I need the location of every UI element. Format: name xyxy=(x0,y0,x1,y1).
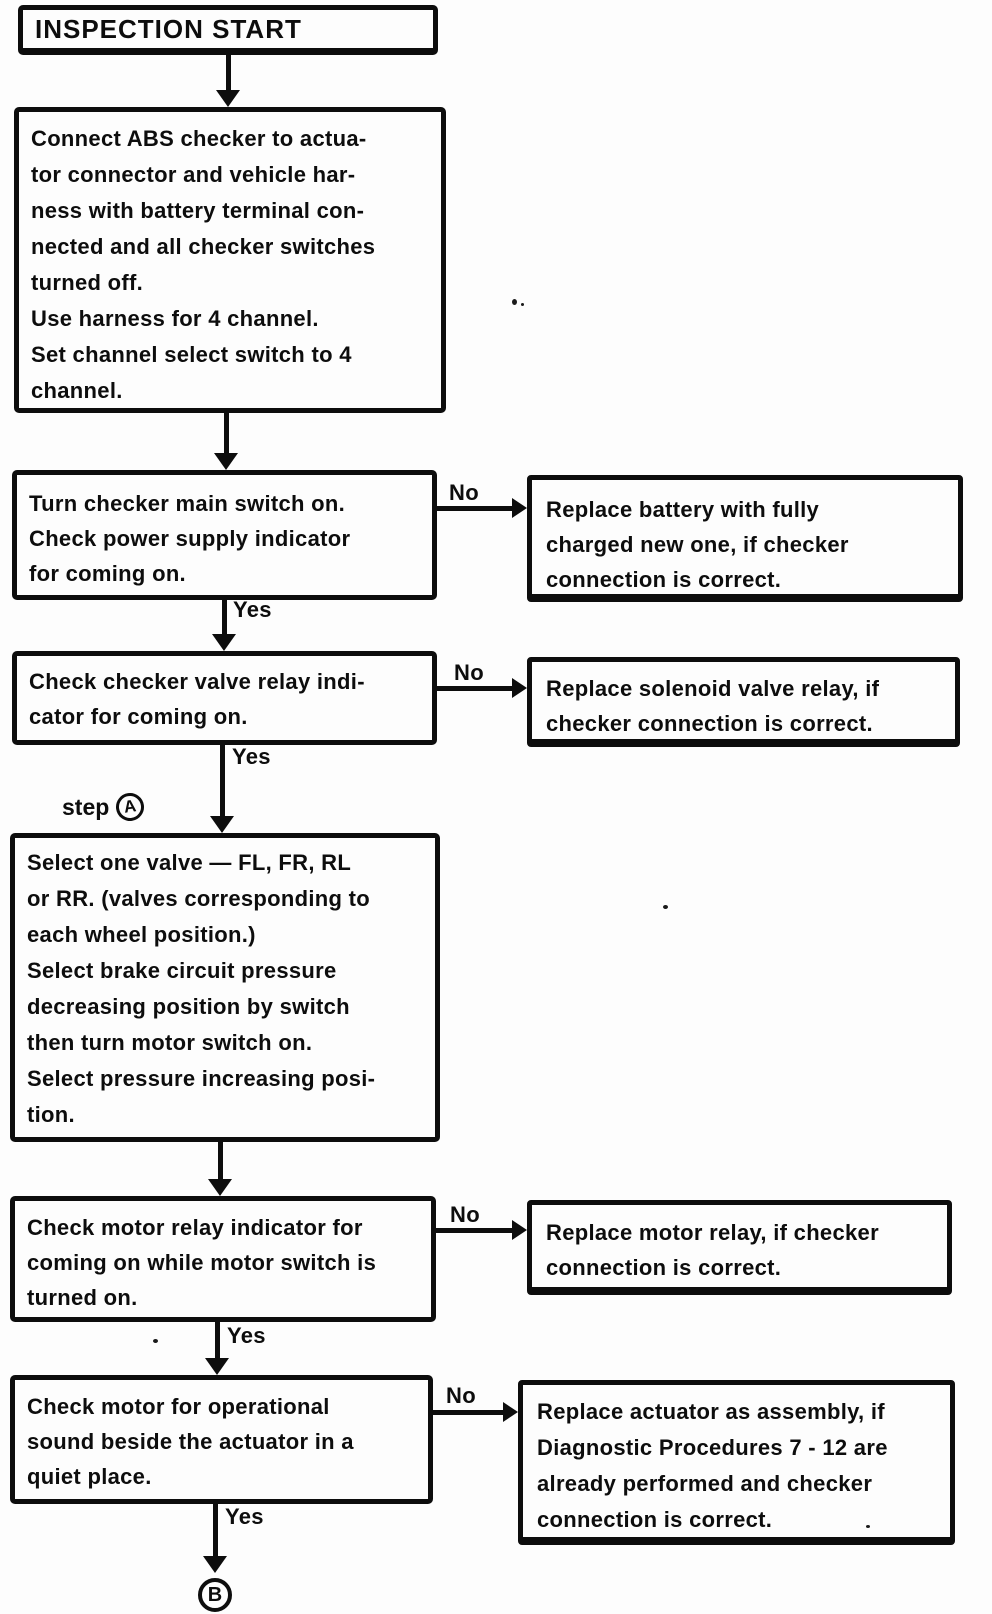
arrow-valve-relay-to-select xyxy=(220,745,225,817)
arrowhead-down-icon xyxy=(208,1179,232,1196)
scan-speck xyxy=(866,1525,870,1528)
arrow-motor-relay-to-sound xyxy=(215,1322,220,1360)
node-replace-solenoid-valve-relay: Replace solenoid valve relay, if checker… xyxy=(527,657,960,747)
arrow-select-to-motor-relay xyxy=(218,1142,223,1181)
node-replace-motor-relay: Replace motor relay, if checker connecti… xyxy=(527,1200,952,1295)
step-text: step xyxy=(62,793,110,820)
label-no: No xyxy=(449,480,479,505)
scan-speck xyxy=(663,905,668,909)
label-no: No xyxy=(454,660,484,685)
node-inspection-start: INSPECTION START xyxy=(18,5,438,55)
label-yes: Yes xyxy=(233,597,272,622)
arrow-no-to-replace-solenoid xyxy=(437,686,512,691)
arrow-no-to-replace-actuator xyxy=(433,1410,503,1415)
node-valve-relay-check: Check checker valve relay indi- cator fo… xyxy=(12,651,437,745)
node-motor-relay-check: Check motor relay indicator for coming o… xyxy=(10,1196,436,1322)
arrow-connect-to-power xyxy=(224,413,229,455)
label-yes: Yes xyxy=(225,1504,264,1529)
scan-speck xyxy=(521,303,524,306)
node-replace-battery: Replace battery with fully charged new o… xyxy=(527,475,963,602)
arrowhead-right-icon xyxy=(512,498,527,518)
node-power-indicator-check: Turn checker main switch on. Check power… xyxy=(12,470,437,600)
arrowhead-right-icon xyxy=(512,678,527,698)
arrowhead-down-icon xyxy=(212,634,236,651)
scan-speck xyxy=(512,299,517,305)
arrowhead-down-icon xyxy=(216,90,240,107)
arrowhead-right-icon xyxy=(503,1402,518,1422)
arrowhead-down-icon xyxy=(214,453,238,470)
connector-b: B xyxy=(198,1578,232,1612)
node-motor-sound-check: Check motor for operational sound beside… xyxy=(10,1375,433,1504)
label-step-a: step A xyxy=(62,791,147,823)
node-replace-actuator: Replace actuator as assembly, if Diagnos… xyxy=(518,1380,955,1545)
arrowhead-right-icon xyxy=(512,1220,527,1240)
label-no: No xyxy=(450,1202,480,1227)
arrowhead-down-icon xyxy=(210,816,234,833)
arrow-no-to-replace-motor-relay xyxy=(436,1228,512,1233)
arrowhead-down-icon xyxy=(203,1556,227,1573)
step-a-marker-icon: A xyxy=(114,791,147,823)
label-yes: Yes xyxy=(227,1323,266,1348)
scan-speck xyxy=(153,1339,158,1343)
label-yes: Yes xyxy=(232,744,271,769)
arrow-power-to-valve-relay xyxy=(222,600,227,636)
node-connect-checker: Connect ABS checker to actua- tor connec… xyxy=(14,107,446,413)
arrow-no-to-replace-battery xyxy=(437,506,512,511)
label-no: No xyxy=(446,1383,476,1408)
node-select-valve: Select one valve — FL, FR, RL or RR. (va… xyxy=(10,833,440,1142)
arrow-sound-to-connector-b xyxy=(213,1504,218,1558)
arrow-start-to-connect xyxy=(226,55,231,93)
arrowhead-down-icon xyxy=(205,1358,229,1375)
